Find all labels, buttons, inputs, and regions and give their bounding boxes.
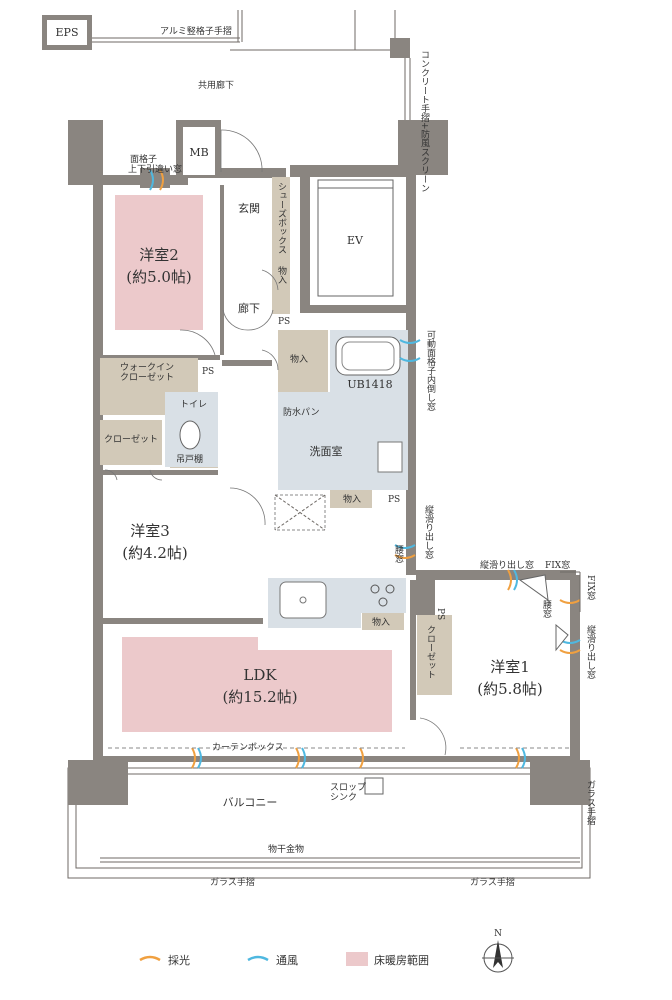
label-mb: MB <box>189 146 208 159</box>
label-ub: UB1418 <box>347 378 392 391</box>
label-mono-2: 物入 <box>290 353 308 365</box>
label-bedroom2-size: (約5.0帖) <box>126 268 192 286</box>
label-mono-3: 物入 <box>343 493 361 505</box>
label-slop-sink: スロップシンク <box>330 782 366 803</box>
label-bedroom1-name: 洋室1 <box>490 658 530 676</box>
label-ps-3: PS <box>388 495 400 505</box>
label-movable-lattice: 可動面格子内倒し窓 <box>425 330 436 411</box>
legend-heat-swatch <box>346 952 368 966</box>
label-sliding-window: 上下引違い窓 <box>128 163 182 175</box>
label-fix-window: FIX窓 <box>545 559 570 571</box>
label-closet-1: クローゼット <box>425 625 436 679</box>
label-bedroom3-name: 洋室3 <box>130 522 170 540</box>
label-curtain-box: カーテンボックス <box>212 742 284 753</box>
label-concrete-rail: コンクリート手摺+防風スクリーン <box>419 50 430 193</box>
label-tsuritodana: 吊戸棚 <box>176 453 203 465</box>
label-mono-1: 物入 <box>276 265 287 284</box>
label-roka: 廊下 <box>238 301 260 315</box>
label-glass-rail-3: ガラス手摺 <box>585 780 596 826</box>
label-bouspan: 防水パン <box>283 406 319 418</box>
label-ps-2: PS <box>202 367 214 377</box>
label-ev: EV <box>347 234 364 247</box>
label-glass-rail-1: ガラス手摺 <box>210 876 255 888</box>
wet-areas <box>165 330 408 628</box>
label-genkan: 玄関 <box>238 201 260 215</box>
ev-box <box>317 187 394 297</box>
legend-air-label: 通風 <box>276 954 298 967</box>
window-bedroom1-top <box>518 574 549 602</box>
legend-air-swatch <box>247 955 269 962</box>
kitchen-sink <box>279 581 327 619</box>
label-eps: EPS <box>56 26 79 39</box>
legend-light-label: 採光 <box>168 953 190 967</box>
compass <box>482 940 514 973</box>
heat-area-bedroom2 <box>115 195 203 330</box>
label-ps-4: PS <box>435 608 445 620</box>
label-closet-3: クローゼット <box>104 433 158 445</box>
toilet-bowl <box>179 420 201 450</box>
window-bedroom1-side <box>555 623 569 652</box>
top-railing <box>42 10 411 125</box>
label-walkin: ウォークインクローゼット <box>120 362 174 383</box>
label-vertical-slide-2: 縦滑り出し窓 <box>480 559 534 571</box>
label-vertical-slide-3: 縦滑り出し窓 <box>585 624 596 679</box>
label-koshimado-2: 腰窓 <box>541 600 552 618</box>
label-koshimado-1: 腰窓 <box>393 545 404 563</box>
flow-markers <box>149 169 581 769</box>
label-ldk-name: LDK <box>243 666 277 684</box>
door-swings <box>104 129 447 756</box>
stove <box>370 584 395 607</box>
label-glass-rail-2: ガラス手摺 <box>470 876 515 888</box>
label-shoebox: シューズボックス <box>276 182 287 254</box>
legend-light-swatch <box>139 955 161 962</box>
label-common-corridor: 共用廊下 <box>198 79 234 91</box>
label-fix-window-2: FIX窓 <box>585 575 596 600</box>
label-mono-4: 物入 <box>372 616 390 628</box>
legend-heat-label: 床暖房範囲 <box>374 953 429 967</box>
label-ps-1: PS <box>278 317 290 327</box>
label-ldk-size: (約15.2帖) <box>222 688 297 706</box>
label-aluminum-rail: アルミ竪格子手摺 <box>160 25 232 37</box>
label-monohoshi: 物干金物 <box>268 843 304 855</box>
washbasin <box>377 441 403 473</box>
label-balcony: バルコニー <box>223 796 278 809</box>
label-bedroom1-size: (約5.8帖) <box>477 680 543 698</box>
slop-sink <box>364 777 384 795</box>
label-vertical-slide-1: 縦滑り出し窓 <box>423 504 434 559</box>
label-bedroom2-name: 洋室2 <box>139 246 179 264</box>
balcony-frame <box>67 767 591 879</box>
label-senmen: 洗面室 <box>310 444 343 458</box>
walls <box>68 120 590 805</box>
heat-area-ldk <box>122 637 392 732</box>
label-bedroom3-size: (約4.2帖) <box>122 544 188 562</box>
label-face-lattice: 面格子 <box>130 153 157 165</box>
compass-north-label: N <box>494 929 502 939</box>
label-toilet: トイレ <box>180 400 207 410</box>
